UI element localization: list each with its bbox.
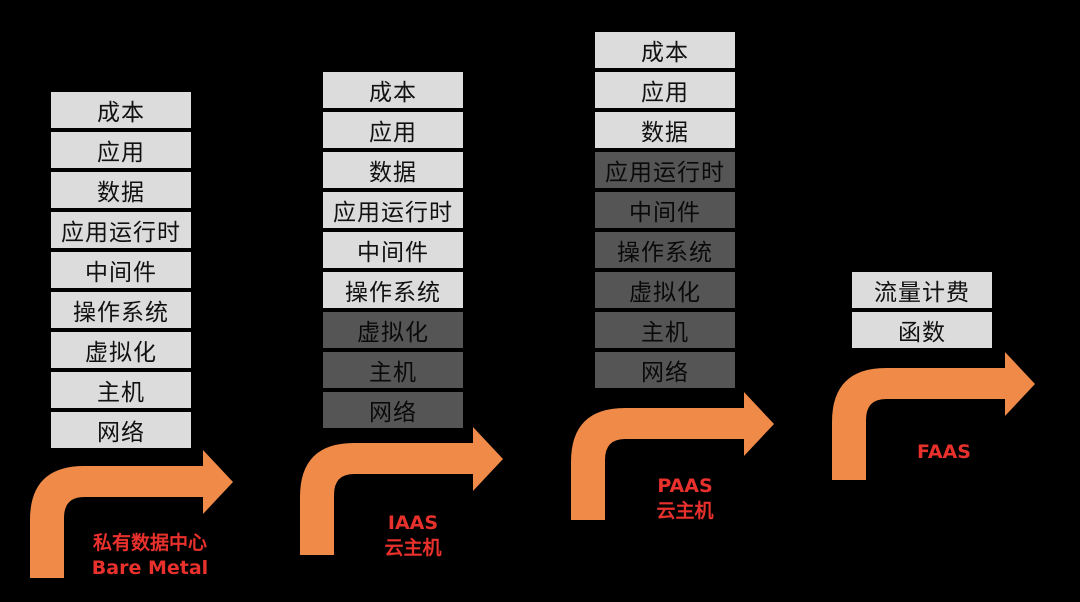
layer-host: 主机 xyxy=(595,312,735,348)
layer-middleware: 中间件 xyxy=(323,232,463,268)
layer-os: 操作系统 xyxy=(595,232,735,268)
layer-middleware: 中间件 xyxy=(595,192,735,228)
layer-virtualization: 虚拟化 xyxy=(595,272,735,308)
arrow-bare-metal xyxy=(30,450,233,578)
layer-cost: 成本 xyxy=(323,72,463,108)
layer-host: 主机 xyxy=(51,372,191,408)
caption-iaas-line2: 云主机 xyxy=(384,537,442,559)
layer-traffic-billing: 流量计费 xyxy=(852,272,992,308)
arrow-faas xyxy=(832,352,1035,480)
layer-runtime: 应用运行时 xyxy=(323,192,463,228)
arrow-paas xyxy=(571,392,774,520)
layer-cost: 成本 xyxy=(51,92,191,128)
layer-host: 主机 xyxy=(323,352,463,388)
layer-data: 数据 xyxy=(595,112,735,148)
caption-bare-metal-line1: 私有数据中心 xyxy=(92,532,207,554)
caption-paas-line2: 云主机 xyxy=(656,500,714,522)
layer-cost: 成本 xyxy=(595,32,735,68)
layer-network: 网络 xyxy=(323,392,463,428)
layer-data: 数据 xyxy=(51,172,191,208)
layer-application: 应用 xyxy=(51,132,191,168)
caption-bare-metal-line2: Bare Metal xyxy=(91,557,209,579)
caption-paas-line1: PAAS xyxy=(657,475,713,497)
layer-virtualization: 虚拟化 xyxy=(323,312,463,348)
caption-bare-metal: 私有数据中心 Bare Metal xyxy=(60,531,240,581)
layer-virtualization: 虚拟化 xyxy=(51,332,191,368)
caption-paas: PAAS 云主机 xyxy=(635,474,735,524)
caption-faas: FAAS xyxy=(894,440,994,465)
layer-middleware: 中间件 xyxy=(51,252,191,288)
layer-network: 网络 xyxy=(595,352,735,388)
layer-runtime: 应用运行时 xyxy=(51,212,191,248)
layer-application: 应用 xyxy=(323,112,463,148)
layer-data: 数据 xyxy=(323,152,463,188)
layer-network: 网络 xyxy=(51,412,191,448)
caption-iaas-line1: IAAS xyxy=(387,512,439,534)
layer-runtime: 应用运行时 xyxy=(595,152,735,188)
layer-application: 应用 xyxy=(595,72,735,108)
caption-iaas: IAAS 云主机 xyxy=(363,511,463,561)
layer-os: 操作系统 xyxy=(323,272,463,308)
caption-faas-line1: FAAS xyxy=(917,441,971,463)
layer-function: 函数 xyxy=(852,312,992,348)
layer-os: 操作系统 xyxy=(51,292,191,328)
arrow-iaas xyxy=(300,427,503,555)
